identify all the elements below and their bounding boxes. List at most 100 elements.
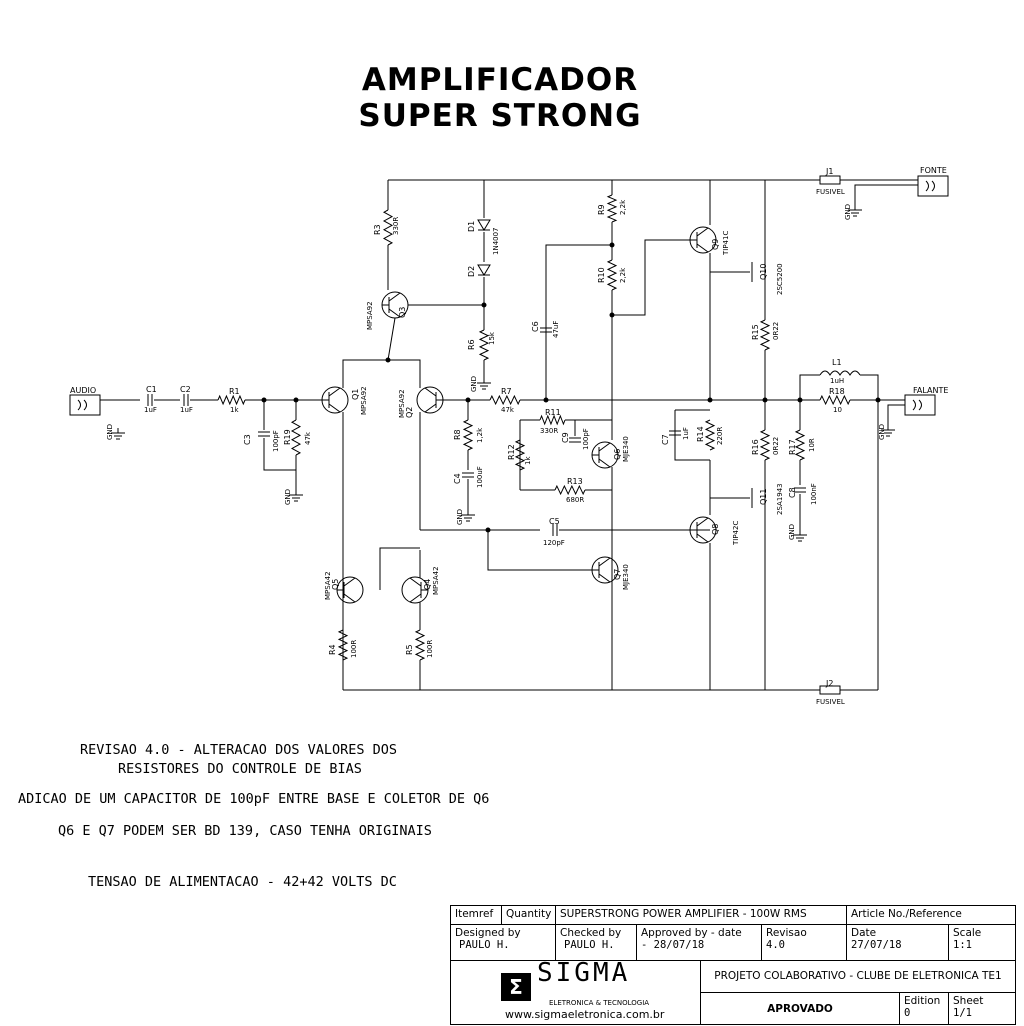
label: GND bbox=[878, 424, 886, 440]
label: Q6 bbox=[613, 449, 622, 460]
label: 100pF bbox=[582, 428, 590, 450]
label: D2 bbox=[467, 266, 476, 277]
falante-connector bbox=[912, 399, 922, 411]
label: R14 bbox=[696, 426, 705, 442]
label: Q8 bbox=[711, 524, 720, 535]
note-supply: TENSAO DE ALIMENTACAO - 42+42 VOLTS DC bbox=[88, 874, 397, 890]
r9-resistor bbox=[606, 194, 618, 223]
q6-transistor bbox=[598, 458, 611, 468]
label: MJE340 bbox=[622, 564, 630, 590]
label: R17 bbox=[788, 439, 797, 455]
tb-edition-value: 0 bbox=[904, 1007, 911, 1019]
q1-transistor bbox=[328, 403, 341, 413]
q5-transistor bbox=[343, 593, 356, 603]
l1-inductor bbox=[819, 370, 861, 376]
label: 100pF bbox=[272, 430, 280, 452]
label: GND bbox=[284, 489, 292, 505]
q7-transistor bbox=[598, 573, 611, 583]
tb-date-label: Date bbox=[851, 927, 877, 939]
tb-approved: Approved by - date - 28/07/18 bbox=[636, 924, 762, 961]
wires bbox=[100, 179, 918, 691]
label: MPSA42 bbox=[324, 571, 332, 600]
label: R1 bbox=[229, 387, 240, 396]
wire bbox=[545, 244, 612, 400]
label: MPSA92 bbox=[398, 389, 406, 418]
label: GND bbox=[456, 509, 464, 525]
label: 1k bbox=[230, 406, 239, 414]
d1-diode bbox=[477, 219, 491, 231]
wire bbox=[263, 438, 296, 471]
label: 10 bbox=[833, 406, 842, 414]
label: 1,2k bbox=[476, 427, 484, 443]
tb-itemref: Itemref bbox=[450, 905, 502, 925]
label: 330R bbox=[392, 217, 400, 235]
label: Q9 bbox=[711, 239, 720, 250]
tb-revisao-label: Revisao bbox=[766, 927, 807, 939]
tb-revisao: Revisao 4.0 bbox=[761, 924, 847, 961]
label: R10 bbox=[597, 267, 606, 283]
junction bbox=[481, 302, 487, 308]
wire bbox=[854, 184, 918, 205]
label: 100uF bbox=[476, 466, 484, 488]
label: C7 bbox=[661, 434, 670, 445]
label: R12 bbox=[507, 444, 516, 460]
r10-resistor bbox=[606, 259, 618, 291]
wire bbox=[674, 410, 710, 461]
label: C3 bbox=[243, 434, 252, 445]
label: Q7 bbox=[613, 569, 622, 580]
tb-sheet-value: 1/1 bbox=[953, 1007, 972, 1019]
label: Q3 bbox=[398, 307, 407, 318]
wire bbox=[799, 374, 820, 400]
r13-resistor bbox=[554, 484, 586, 496]
r11-resistor bbox=[539, 414, 566, 426]
q3-transistor bbox=[388, 308, 401, 318]
label: J2 bbox=[825, 679, 833, 688]
r17-resistor bbox=[794, 429, 806, 461]
audio-connector bbox=[69, 394, 101, 416]
junction bbox=[609, 242, 615, 248]
tb-sheet-label: Sheet bbox=[953, 995, 984, 1007]
label: MPSA42 bbox=[432, 566, 440, 595]
label: R8 bbox=[453, 429, 462, 440]
tb-approved-label: Approved by - date bbox=[641, 927, 742, 939]
label: D1 bbox=[467, 221, 476, 232]
label: 0R22 bbox=[772, 322, 780, 340]
label: GND bbox=[788, 524, 796, 540]
junction bbox=[485, 527, 491, 533]
label: L1 bbox=[832, 358, 842, 367]
website: www.sigmaeletronica.com.br bbox=[505, 1008, 665, 1021]
tb-project: SUPERSTRONG POWER AMPLIFIER - 100W RMS bbox=[555, 905, 847, 925]
tb-scale-value: 1:1 bbox=[953, 939, 972, 951]
label: FUSIVEL bbox=[816, 188, 845, 196]
note-capacitor: ADICAO DE UM CAPACITOR DE 100pF ENTRE BA… bbox=[18, 791, 490, 807]
r12-resistor bbox=[514, 439, 526, 471]
label: C6 bbox=[531, 321, 540, 332]
label: 47uF bbox=[552, 321, 560, 338]
wire bbox=[612, 239, 690, 316]
tb-designed-label: Designed by bbox=[455, 927, 521, 939]
r19-resistor bbox=[290, 419, 302, 456]
tb-revisao-value: 4.0 bbox=[766, 939, 785, 951]
junction bbox=[543, 397, 549, 403]
label: Q10 bbox=[759, 264, 768, 280]
tb-approved-value: - 28/07/18 bbox=[641, 939, 705, 951]
q4-transistor bbox=[409, 577, 422, 587]
tb-checked-value: PAULO H. bbox=[564, 939, 615, 951]
label: 47k bbox=[501, 406, 515, 414]
label: AUDIO bbox=[70, 386, 96, 395]
label: MPSA92 bbox=[360, 386, 368, 415]
label: C5 bbox=[549, 517, 560, 526]
wire bbox=[387, 317, 396, 361]
label: C4 bbox=[453, 473, 462, 484]
label: 1uH bbox=[830, 377, 844, 385]
tb-aprovado: APROVADO bbox=[700, 992, 900, 1025]
label: R13 bbox=[567, 477, 583, 486]
label: Q5 bbox=[331, 579, 340, 590]
tb-edition-label: Edition bbox=[904, 995, 941, 1007]
label: 2SC5200 bbox=[776, 263, 784, 295]
label: MPSA92 bbox=[366, 301, 374, 330]
q8-transistor bbox=[696, 517, 709, 527]
label: Q1 bbox=[351, 389, 360, 400]
